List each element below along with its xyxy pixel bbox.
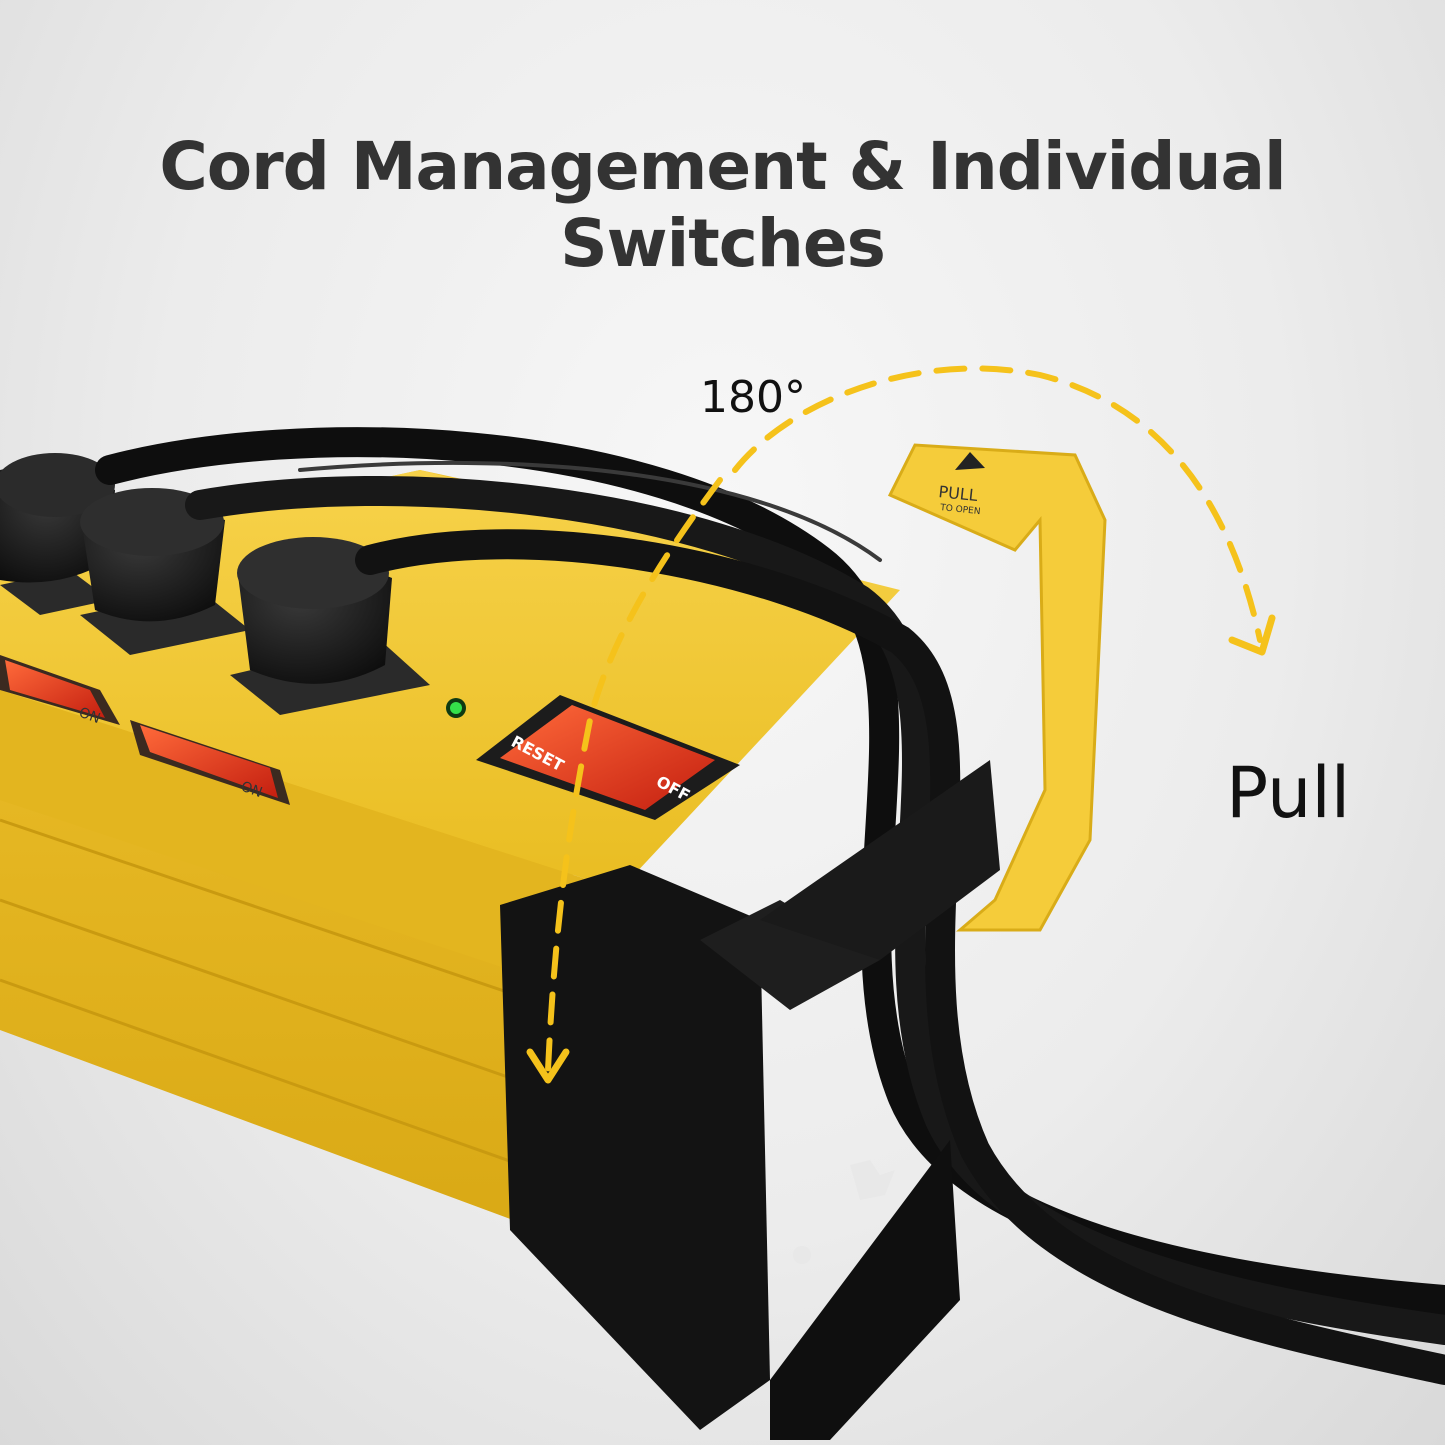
switch-1-on-label: ON — [77, 705, 103, 727]
pull-label: Pull — [1226, 752, 1351, 834]
outlet-switch-2: ON — [130, 720, 290, 805]
hook-open-label: TO OPEN — [939, 503, 981, 517]
plug-3 — [237, 537, 392, 684]
outlet-switch-1: ON — [0, 655, 120, 727]
headline: Cord Management & Individual Switches — [159, 128, 1286, 282]
cord-hook: PULL TO OPEN — [887, 443, 1107, 932]
keyhole-slot — [850, 1160, 895, 1200]
mounting-bracket — [500, 760, 1000, 1440]
drop-arrow — [526, 477, 723, 1084]
rotation-angle-label: 180° — [700, 372, 806, 423]
hook-arrow-icon — [955, 452, 985, 470]
screw-hole — [793, 1246, 811, 1264]
indicator-light — [450, 702, 462, 714]
switch-2-on-label: ON — [239, 779, 265, 801]
plug-1 — [0, 453, 115, 583]
reset-switch: RESET OFF — [476, 695, 740, 820]
hook-pull-label: PULL — [938, 482, 979, 505]
rotation-arrow — [732, 365, 1276, 656]
